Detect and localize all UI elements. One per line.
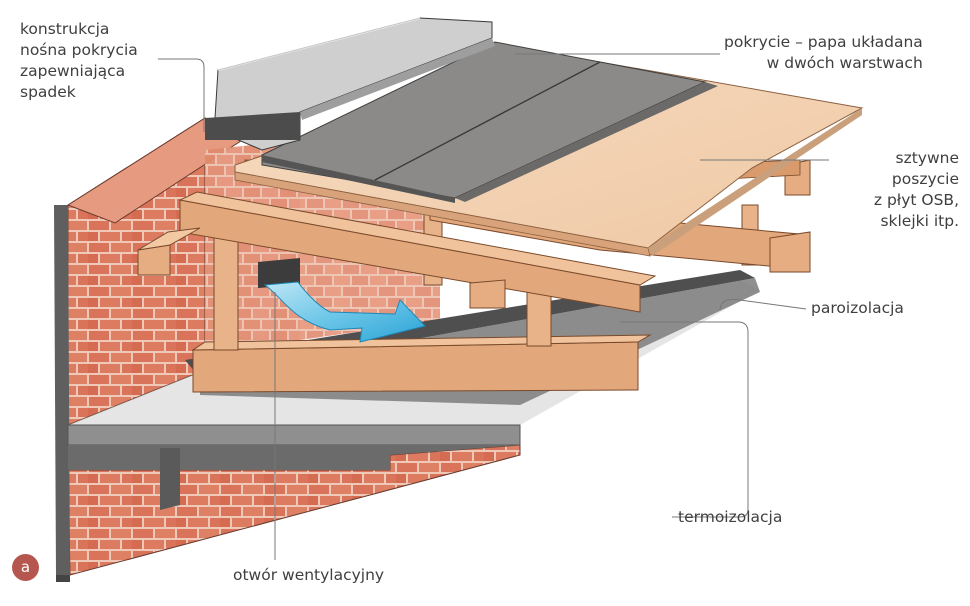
parapet-coping xyxy=(205,17,495,151)
label-konstrukcja-nosna: konstrukcja nośna pokrycia zapewniająca … xyxy=(20,20,138,101)
leader-konstrukcja xyxy=(158,58,205,132)
label-otwor-wentylacyjny: otwór wentylacyjny xyxy=(233,566,385,584)
label-termoizolacja: termoizolacja xyxy=(678,508,783,526)
label-sztywne-poszycie: sztywne poszycie z płyt OSB, sklejki itp… xyxy=(873,149,959,230)
leader-termoizolacja xyxy=(620,321,749,518)
label-paroizolacja: paroizolacja xyxy=(811,299,904,317)
figure-badge: a xyxy=(12,554,39,581)
ventilation-opening xyxy=(258,258,300,288)
label-pokrycie-papa: pokrycie – papa układana w dwóch warstwa… xyxy=(724,33,923,72)
leader-lines xyxy=(158,53,829,560)
air-flow-arrow xyxy=(263,281,426,343)
leader-paroizolacja xyxy=(719,299,807,311)
roofing-felt xyxy=(261,41,718,203)
